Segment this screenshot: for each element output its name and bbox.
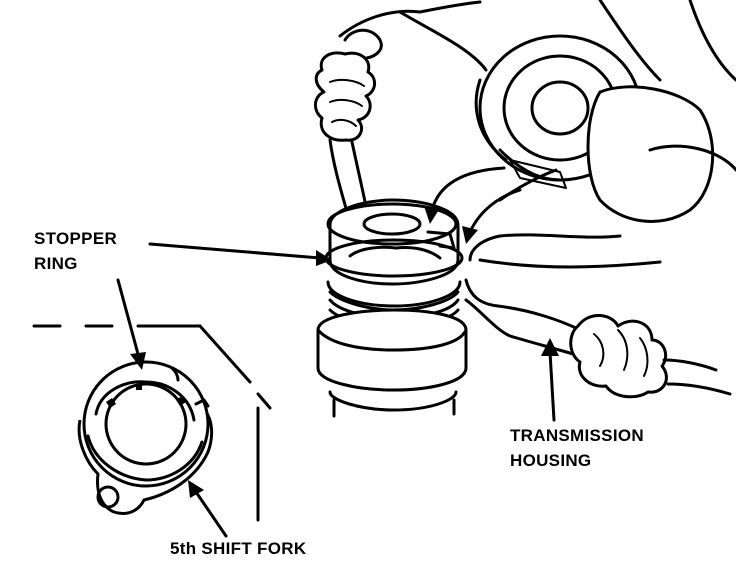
fifth-shift-fork-label: 5th SHIFT FORK bbox=[170, 539, 307, 558]
transmission-housing bbox=[464, 233, 732, 399]
transmission-housing-label-line2: HOUSING bbox=[510, 451, 592, 470]
stopper-ring-label-line2: RING bbox=[34, 254, 78, 273]
fork-stopper-leader-arrow bbox=[116, 278, 146, 370]
pliers-action-arrows bbox=[424, 166, 522, 244]
detail-frame bbox=[32, 324, 272, 522]
housing-leader-arrow bbox=[541, 338, 559, 422]
stopper-ring-label-line1: STOPPER bbox=[34, 229, 118, 248]
transmission-housing-label-line1: TRANSMISSION bbox=[510, 426, 644, 445]
shift-fork-leader-arrow bbox=[188, 480, 228, 538]
stopper-ring-leader-arrow bbox=[148, 242, 332, 266]
fifth-shift-fork bbox=[77, 360, 214, 515]
pliers-and-shaft bbox=[398, 0, 736, 223]
gear-assembly bbox=[316, 198, 468, 418]
upper-left-hand bbox=[314, 0, 482, 232]
